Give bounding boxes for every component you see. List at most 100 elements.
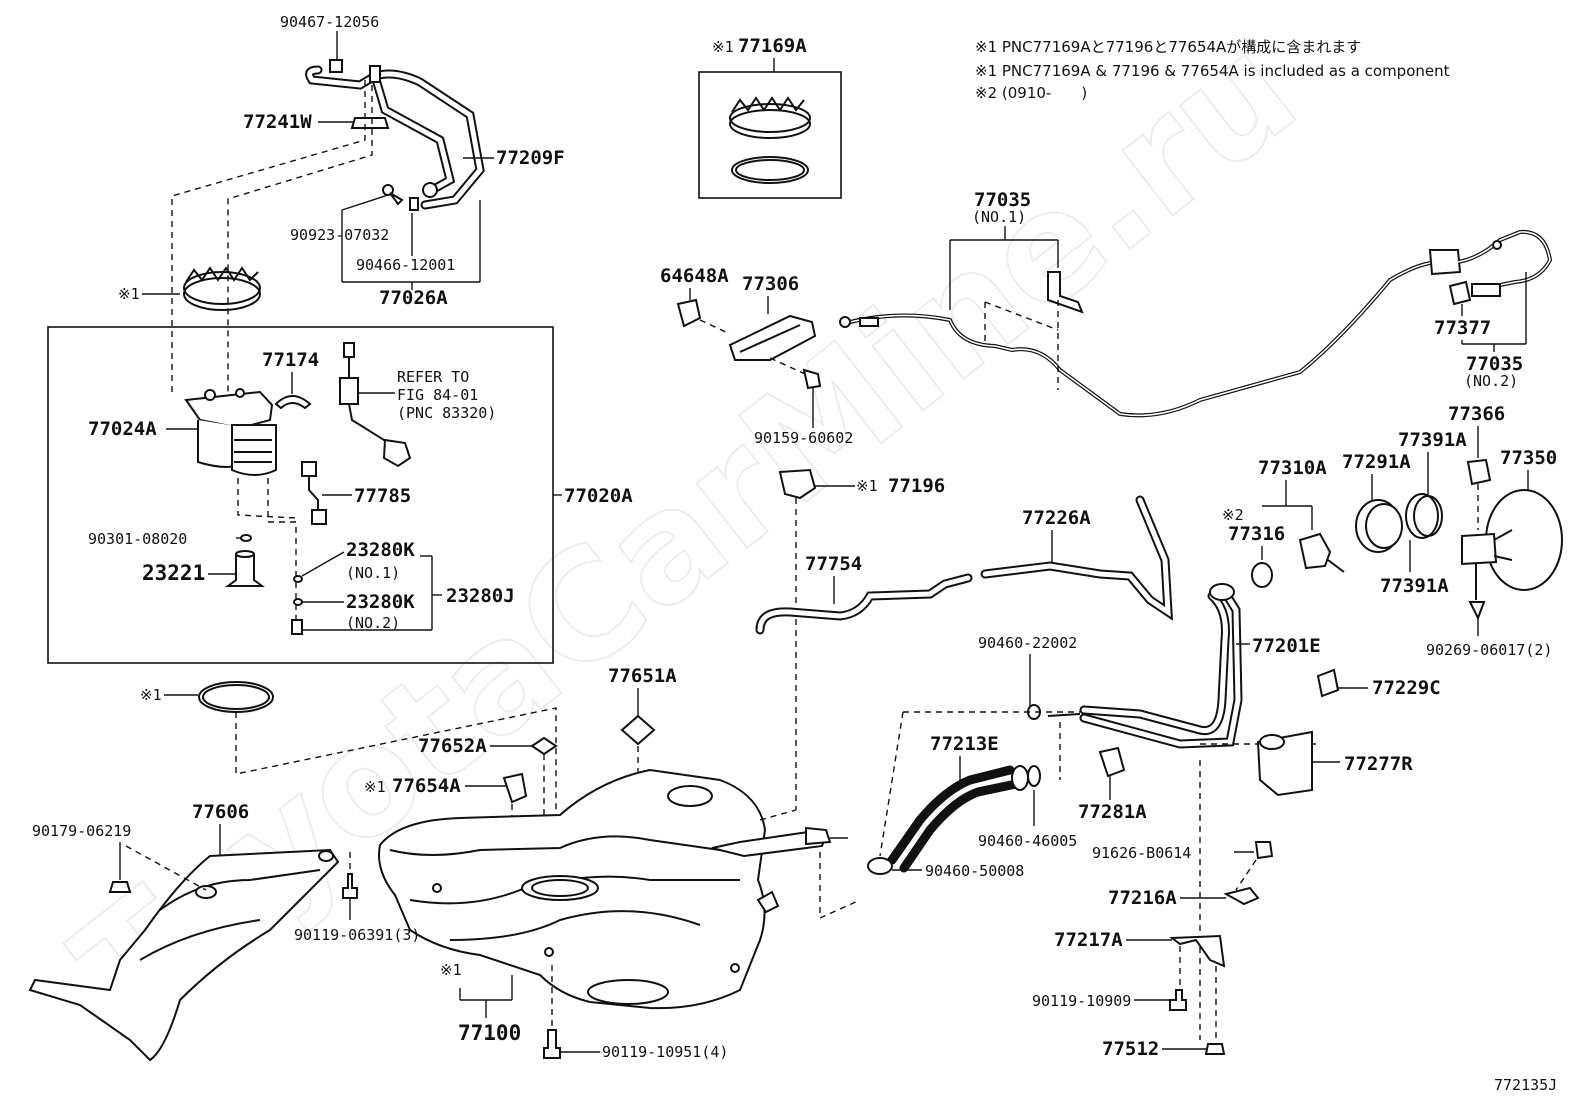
filter-23221 [225,553,265,587]
label-77213E[interactable]: 77213E [930,733,999,755]
sheet-77652A [530,736,558,756]
label-no2-a: (NO.2) [346,614,400,632]
label-90460-50008[interactable]: 90460-50008 [925,862,1024,880]
clip-77512 [1204,1043,1226,1055]
label-77606[interactable]: 77606 [192,801,249,823]
clamp-77241W [350,117,390,129]
label-77020A[interactable]: 77020A [564,485,633,507]
label-77377[interactable]: 77377 [1434,317,1491,339]
label-90119-06391[interactable]: 90119-06391(3) [294,926,420,944]
mark-ring: ※1 [118,285,140,303]
label-77391A-bot[interactable]: 77391A [1380,575,1449,597]
label-90460-46005[interactable]: 90460-46005 [978,832,1077,850]
kit-77169A-group: ※1 77169A [698,35,842,199]
label-77026A[interactable]: 77026A [379,287,448,309]
label-23280K-2[interactable]: 23280K [346,591,415,613]
pump-assembly-group: 90467-12056 77209F 77241W 90923-07032 90… [47,13,633,840]
label-77035-2[interactable]: 77035 [1466,353,1523,375]
label-90301-08020[interactable]: 90301-08020 [88,530,187,548]
retaining-ring [183,277,261,311]
part-77366 [1466,458,1492,486]
bolt-90119-06391 [342,873,358,899]
fuel-tank-group: 77651A 77652A ※1 77654A ※1 77100 [364,665,848,1061]
label-77169A[interactable]: 77169A [738,35,807,57]
mark-77654A: ※1 [364,778,386,796]
label-77350[interactable]: 77350 [1500,447,1557,469]
label-77512[interactable]: 77512 [1102,1038,1159,1060]
label-77281A[interactable]: 77281A [1078,801,1147,823]
part-77196 [778,468,817,500]
mark-2: ※2 [1222,506,1244,524]
label-77277R[interactable]: 77277R [1344,753,1413,775]
label-77229C[interactable]: 77229C [1372,677,1441,699]
label-77217A[interactable]: 77217A [1054,929,1123,951]
protector-group: 77606 90179-06219 90119-06391(3) [28,801,420,1062]
label-77306[interactable]: 77306 [742,273,799,295]
cable-group: 77035 (NO.1) 77377 77035 (NO.2) [839,189,1553,418]
vent-hose-group: ※1 77196 77226A 77754 [755,468,1174,810]
label-77201E[interactable]: 77201E [1252,635,1321,657]
label-90923-07032[interactable]: 90923-07032 [290,226,389,244]
label-77652A[interactable]: 77652A [418,735,487,757]
label-77310A[interactable]: 77310A [1258,457,1327,479]
part-64648A [676,298,702,328]
nut-90179-06219 [108,881,132,893]
fuel-lid-77350 [1485,489,1563,591]
protector-77606 [28,848,340,1062]
label-no1-b: (NO.1) [972,208,1026,226]
label-77035-1[interactable]: 77035 [974,189,1031,211]
mark-gasket: ※1 [140,686,162,704]
fuel-pump-77024A [184,390,274,430]
mark-tank: ※1 [440,961,462,979]
inlet-hose-group: 77213E 90460-46005 90460-50008 [819,711,1077,920]
label-77651A[interactable]: 77651A [608,665,677,687]
filler-cap-group: 77366 77391A 77350 90269-06017(2) 77291A… [1222,403,1563,659]
label-77366[interactable]: 77366 [1448,403,1505,425]
label-77216A[interactable]: 77216A [1108,887,1177,909]
label-91626-B0614[interactable]: 91626-B0614 [1092,844,1191,862]
label-77654A[interactable]: 77654A [392,775,461,797]
label-90179-06219[interactable]: 90179-06219 [32,822,131,840]
label-90159-60602[interactable]: 90159-60602 [754,429,853,447]
refer-line-1: REFER TO [397,368,469,386]
label-77209F[interactable]: 77209F [496,147,565,169]
filler-pipe-group: 77201E 90460-22002 77229C 77277R 77281A [903,583,1441,1040]
label-77100[interactable]: 77100 [458,1021,521,1045]
label-90466-12001[interactable]: 90466-12001 [356,256,455,274]
label-23280K-1[interactable]: 23280K [346,539,415,561]
label-no2-b: (NO.2) [1464,372,1518,390]
screw-90269-06017 [1468,601,1486,621]
label-77785[interactable]: 77785 [354,485,411,507]
label-77024A[interactable]: 77024A [88,418,157,440]
bracket-group: 91626-B0614 77216A 77217A 90119-10909 77… [1032,841,1274,1060]
label-23280J[interactable]: 23280J [446,585,515,607]
part-77229C [1316,668,1340,698]
label-90119-10951[interactable]: 90119-10951(4) [602,1043,728,1061]
label-77754[interactable]: 77754 [805,553,862,575]
bracket-77217A [1169,934,1226,968]
clip-90467-12056 [329,59,343,73]
label-64648A[interactable]: 64648A [660,265,729,287]
label-77241W[interactable]: 77241W [243,111,312,133]
label-77196[interactable]: 77196 [888,475,945,497]
label-77174[interactable]: 77174 [262,349,319,371]
kit-gasket [731,156,809,184]
connector-77785 [311,509,327,525]
label-90460-22002[interactable]: 90460-22002 [978,634,1077,652]
label-77316[interactable]: 77316 [1228,523,1285,545]
label-77391A-top[interactable]: 77391A [1398,429,1467,451]
label-77226A[interactable]: 77226A [1022,507,1091,529]
label-90269-06017[interactable]: 90269-06017(2) [1426,641,1552,659]
label-23221[interactable]: 23221 [142,561,205,585]
label-77291A[interactable]: 77291A [1342,451,1411,473]
part-77281A [1098,746,1126,778]
fuel-tube-77209F [305,65,485,210]
bracket-77216A [1223,886,1260,906]
note-line-1: ※1 PNC77169Aと77196と77654Aが構成に含まれます [975,38,1361,56]
gasket-77316 [1251,562,1273,588]
refer-line-2: FIG 84-01 [397,386,478,404]
label-90467-12056[interactable]: 90467-12056 [280,13,379,31]
lid-opener-group: 64648A 77306 90159-60602 [660,265,853,447]
label-90119-10909[interactable]: 90119-10909 [1032,992,1131,1010]
